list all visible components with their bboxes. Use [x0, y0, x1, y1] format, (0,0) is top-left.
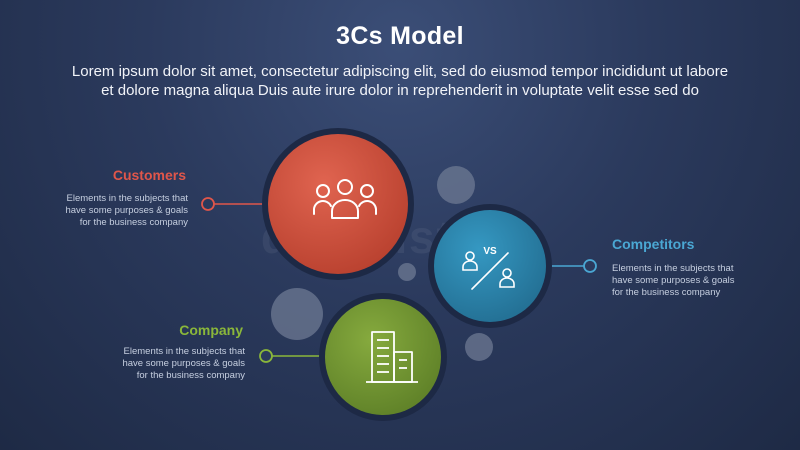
- bubble-decoration: [465, 333, 493, 361]
- competitors-desc-line-2: have some purposes & goals: [612, 275, 735, 286]
- versus-icon: [462, 251, 515, 290]
- people-group-icon: [313, 179, 377, 219]
- bubble-decoration: [437, 166, 475, 204]
- competitors-desc-line-3: for the business company: [612, 287, 721, 298]
- competitors-title: Competitors: [612, 236, 695, 252]
- customers-desc-line-1: Elements in the subjects that: [66, 193, 188, 204]
- customers-circle: [262, 128, 414, 280]
- subtitle-line-1: Lorem ipsum dolor sit amet, consectetur …: [71, 63, 729, 80]
- customers-desc-line-2: have some purposes & goals: [65, 205, 188, 216]
- competitors-desc-line-1: Elements in the subjects that: [612, 263, 734, 274]
- company-circle: [319, 293, 447, 421]
- versus-label: VS: [483, 246, 497, 257]
- customers-connector: [201, 197, 268, 211]
- company-desc-line-3: for the business company: [136, 370, 245, 381]
- customers-desc-line-3: for the business company: [79, 217, 188, 228]
- subtitle-line-2: et dolore magna aliqua Duis aute irure d…: [101, 82, 699, 99]
- company-description: Elements in the subjects that have some …: [60, 346, 245, 382]
- competitors-circle: [428, 204, 552, 328]
- company-desc-line-2: have some purposes & goals: [122, 358, 245, 369]
- company-title: Company: [179, 322, 243, 338]
- page-subtitle: Lorem ipsum dolor sit amet, consectetur …: [20, 62, 780, 100]
- bubble-decoration: [398, 263, 416, 281]
- page-title: 3Cs Model: [336, 22, 464, 50]
- building-icon: [366, 331, 418, 383]
- competitors-description: Elements in the subjects that have some …: [612, 263, 792, 299]
- company-desc-line-1: Elements in the subjects that: [123, 346, 245, 357]
- customers-title: Customers: [112, 167, 186, 183]
- customers-description: Elements in the subjects that have some …: [20, 193, 188, 229]
- bubble-decoration: [271, 288, 323, 340]
